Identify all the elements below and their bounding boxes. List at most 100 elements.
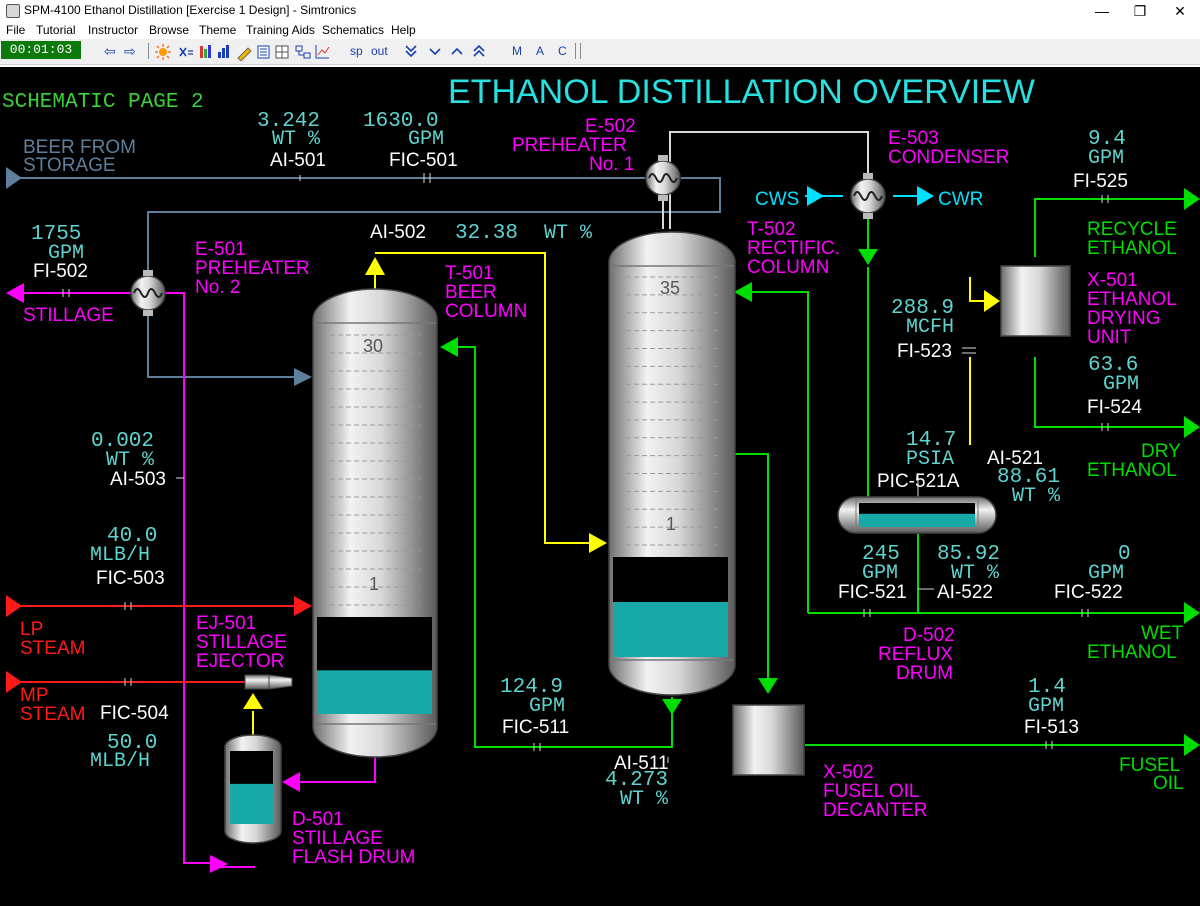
- x501-label: DRYING: [1087, 308, 1161, 329]
- ai503-tag[interactable]: AI-503: [110, 469, 166, 490]
- maximize-button[interactable]: ❐: [1133, 3, 1147, 19]
- menu-file[interactable]: File: [6, 23, 26, 37]
- bars-icon[interactable]: [218, 45, 229, 58]
- t501-beer-column[interactable]: [312, 288, 438, 758]
- fic501-value[interactable]: 1630.0: [363, 110, 439, 133]
- minimize-button[interactable]: —: [1095, 3, 1109, 19]
- d502-label: DRUM: [896, 663, 953, 684]
- list-icon[interactable]: [257, 45, 270, 59]
- dry-ethanol-label: ETHANOL: [1087, 460, 1177, 481]
- e502-preheater[interactable]: [645, 155, 681, 201]
- e501-label: PREHEATER: [195, 258, 310, 279]
- back-icon[interactable]: ⇦: [104, 43, 116, 59]
- ai521-unit: WT %: [1012, 485, 1061, 508]
- down-icon[interactable]: [429, 48, 441, 56]
- multiplier-icon[interactable]: [179, 47, 193, 57]
- lp-steam-label: LP: [20, 619, 43, 640]
- menu-instructor[interactable]: Instructor: [88, 23, 139, 37]
- d501-stillage-flash-drum[interactable]: [224, 734, 282, 844]
- fic521-value[interactable]: 245: [862, 543, 900, 566]
- grid-icon[interactable]: [275, 45, 289, 59]
- fic503-tag[interactable]: FIC-503: [96, 568, 165, 589]
- fic522-tag[interactable]: FIC-522: [1054, 582, 1123, 603]
- fic504-tag[interactable]: FIC-504: [100, 703, 169, 724]
- menu-help[interactable]: Help: [391, 23, 416, 37]
- ai511-tag[interactable]: AI-511: [614, 753, 669, 774]
- fic511-unit: GPM: [529, 695, 565, 718]
- fi513-tag[interactable]: FI-513: [1024, 717, 1079, 738]
- stillage-outlet-arrow: [6, 283, 24, 303]
- chart-icon[interactable]: [315, 45, 330, 59]
- forward-icon[interactable]: ⇨: [124, 43, 136, 59]
- e501-preheater[interactable]: [130, 270, 166, 316]
- ai503-value[interactable]: 0.002: [91, 430, 154, 453]
- cascade-mode-button[interactable]: C: [558, 44, 567, 58]
- fi523-tag[interactable]: FI-523: [897, 341, 952, 362]
- freeze-icon[interactable]: [155, 44, 171, 60]
- fi513-value[interactable]: 1.4: [1028, 676, 1066, 699]
- fi523-value[interactable]: 288.9: [891, 297, 954, 320]
- fi524-value[interactable]: 63.6: [1088, 354, 1138, 377]
- menu-theme[interactable]: Theme: [199, 23, 237, 37]
- fic504-value[interactable]: 50.0: [107, 732, 157, 755]
- fi525-tag[interactable]: FI-525: [1073, 171, 1128, 192]
- fic511-tag[interactable]: FIC-511: [502, 717, 569, 738]
- t502-feed-arrow: [589, 533, 607, 553]
- wet-ethanol-label: WET: [1141, 623, 1184, 644]
- x502-label: FUSEL OIL: [823, 781, 919, 802]
- d502-reflux-drum[interactable]: [837, 496, 997, 534]
- x502-label: X-502: [823, 762, 874, 783]
- lp-steam-label: STEAM: [20, 638, 85, 659]
- menu-browse[interactable]: Browse: [149, 23, 190, 37]
- recycle-outlet-arrow: [1184, 188, 1200, 210]
- ai501-tag[interactable]: AI-501: [270, 150, 326, 171]
- ai521-tag[interactable]: AI-521: [987, 448, 1043, 469]
- t502-rectifier-column[interactable]: [608, 231, 736, 696]
- fi502-tag[interactable]: FI-502: [33, 261, 88, 282]
- fic501-tag[interactable]: FIC-501: [389, 150, 458, 171]
- cwr-label: CWR: [938, 189, 983, 210]
- x501-drying-unit[interactable]: [1000, 265, 1071, 337]
- fi524-tag[interactable]: FI-524: [1087, 397, 1142, 418]
- ai502-value[interactable]: 32.38: [455, 222, 518, 245]
- ej501-stillage-ejector[interactable]: [244, 674, 293, 690]
- cws-arrow: [807, 186, 824, 206]
- menu-training-aids[interactable]: Training Aids: [246, 23, 315, 37]
- ej501-label: EJ-501: [196, 613, 256, 634]
- pic521a-value[interactable]: 14.7: [906, 429, 956, 452]
- pic521a-tag[interactable]: PIC-521A: [877, 471, 960, 492]
- fast-up-icon[interactable]: [473, 44, 485, 57]
- menu-tutorial[interactable]: Tutorial: [36, 23, 76, 37]
- ai511-value[interactable]: 4.273: [605, 769, 668, 792]
- ai522-tag[interactable]: AI-522: [937, 582, 993, 603]
- pencil-icon[interactable]: [237, 47, 252, 61]
- toolbar-separator: [575, 43, 576, 59]
- auto-mode-button[interactable]: A: [536, 44, 545, 58]
- e501-label: E-501: [195, 239, 246, 260]
- menu-schematics[interactable]: Schematics: [322, 23, 385, 37]
- trend-icon[interactable]: [200, 45, 211, 58]
- d501-inlet-arrow: [210, 855, 228, 873]
- network-icon[interactable]: [295, 45, 311, 59]
- ai501-value[interactable]: 3.242: [257, 110, 320, 133]
- setpoint-button[interactable]: sp: [350, 44, 363, 58]
- ai522-value[interactable]: 85.92: [937, 543, 1000, 566]
- manual-mode-button[interactable]: M: [512, 44, 522, 58]
- output-button[interactable]: out: [371, 44, 388, 58]
- x502-fusel-oil-decanter[interactable]: [732, 704, 805, 776]
- fic522-value[interactable]: 0: [1118, 543, 1131, 566]
- instrument-units: WT % GPM GPM WT % WT % MLB/H MLB/H GPM M…: [48, 128, 1139, 811]
- fast-down-icon[interactable]: [405, 45, 417, 58]
- ai502-tag[interactable]: AI-502: [370, 222, 426, 243]
- ai521-value[interactable]: 88.61: [997, 466, 1060, 489]
- e503-condenser[interactable]: [850, 173, 886, 219]
- d501-label: STILLAGE: [292, 828, 383, 849]
- up-icon[interactable]: [451, 47, 463, 55]
- fic511-value[interactable]: 124.9: [500, 676, 563, 699]
- close-button[interactable]: ✕: [1174, 3, 1186, 19]
- t502-label: T-502: [747, 219, 796, 240]
- fic521-tag[interactable]: FIC-521: [838, 582, 907, 603]
- fi525-value[interactable]: 9.4: [1088, 128, 1126, 151]
- fic503-value[interactable]: 40.0: [107, 525, 157, 548]
- fi502-value[interactable]: 1755: [31, 223, 81, 246]
